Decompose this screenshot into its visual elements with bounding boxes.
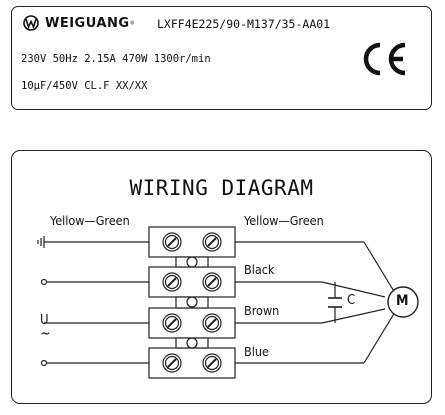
weiguang-logo-icon xyxy=(23,15,39,31)
capacitor-icon xyxy=(328,297,342,308)
right-wire-label-blue: Blue xyxy=(244,344,269,359)
diagram-title: WIRING DIAGRAM xyxy=(129,176,314,200)
capacitor-label: C xyxy=(347,293,356,308)
terminal-block xyxy=(148,226,236,379)
left-ground-wire-label: Yellow—Green xyxy=(50,213,130,228)
motor-label: M xyxy=(396,293,409,309)
capacitor-rating: 10μF/450V CL.F XX/XX xyxy=(21,80,148,92)
right-wire-label-brown: Brown xyxy=(244,303,280,318)
product-label-plate: WEIGUANG ® LXFF4E225/90-M137/35-AA01 230… xyxy=(11,6,432,110)
ce-mark-icon xyxy=(363,42,406,76)
supply-voltage-symbol: U xyxy=(40,313,49,328)
electrical-specs: 230V 50Hz 2.15A 470W 1300r/min xyxy=(21,53,211,65)
wiring-schematic xyxy=(37,226,419,379)
ground-icon xyxy=(37,236,45,248)
brand-logo: WEIGUANG ® xyxy=(21,15,134,31)
brand-name: WEIGUANG xyxy=(45,15,130,31)
registered-mark: ® xyxy=(130,19,135,27)
ac-symbol: ~ xyxy=(40,326,51,342)
wiring-diagram-panel: WIRING DIAGRAM Yellow—Green Yellow—Green… xyxy=(11,150,432,404)
right-wire-label-black: Black xyxy=(244,262,275,277)
right-wire-label-yellow-green: Yellow—Green xyxy=(244,213,324,228)
model-number: LXFF4E225/90-M137/35-AA01 xyxy=(157,17,331,31)
motor-icon xyxy=(387,286,419,318)
